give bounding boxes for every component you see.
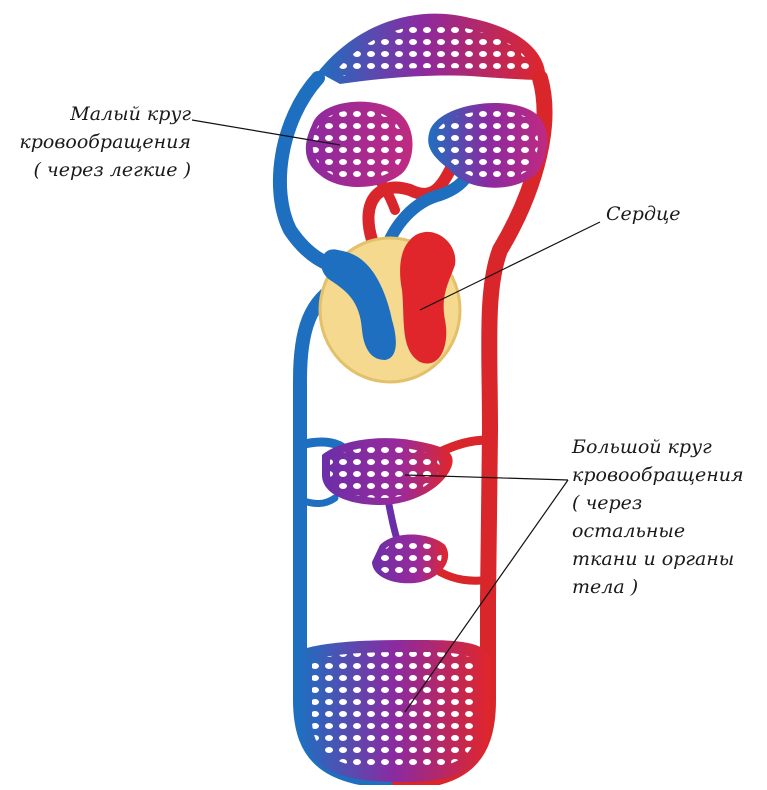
pointer-lines xyxy=(191,119,601,713)
label-systemic-circulation: Большой круг кровообращения ( через оста… xyxy=(572,433,744,601)
label-heart: Сердце xyxy=(606,200,681,228)
heart xyxy=(318,231,462,384)
label-systemic-line5: ткани и органы xyxy=(572,548,735,570)
label-systemic-line4: остальные xyxy=(572,520,686,542)
label-systemic-line6: тела ) xyxy=(572,576,639,598)
label-systemic-line2: кровообращения xyxy=(572,464,744,486)
label-systemic-line3: ( через xyxy=(572,492,643,514)
label-pulmonary-line2: кровообращения xyxy=(19,131,191,153)
lungs-capillary-net xyxy=(305,101,548,188)
lower-body-capillary-net xyxy=(300,640,490,782)
label-pulmonary-line1: Малый круг xyxy=(70,103,191,125)
label-heart-line1: Сердце xyxy=(606,203,681,225)
label-pulmonary-line3: ( через легкие ) xyxy=(33,159,191,181)
upper-body-capillary-net xyxy=(318,13,546,84)
label-pulmonary-circulation: Малый круг кровообращения ( через легкие… xyxy=(6,100,191,184)
organ-capillary-net xyxy=(322,438,453,584)
label-systemic-line1: Большой круг xyxy=(572,436,712,458)
